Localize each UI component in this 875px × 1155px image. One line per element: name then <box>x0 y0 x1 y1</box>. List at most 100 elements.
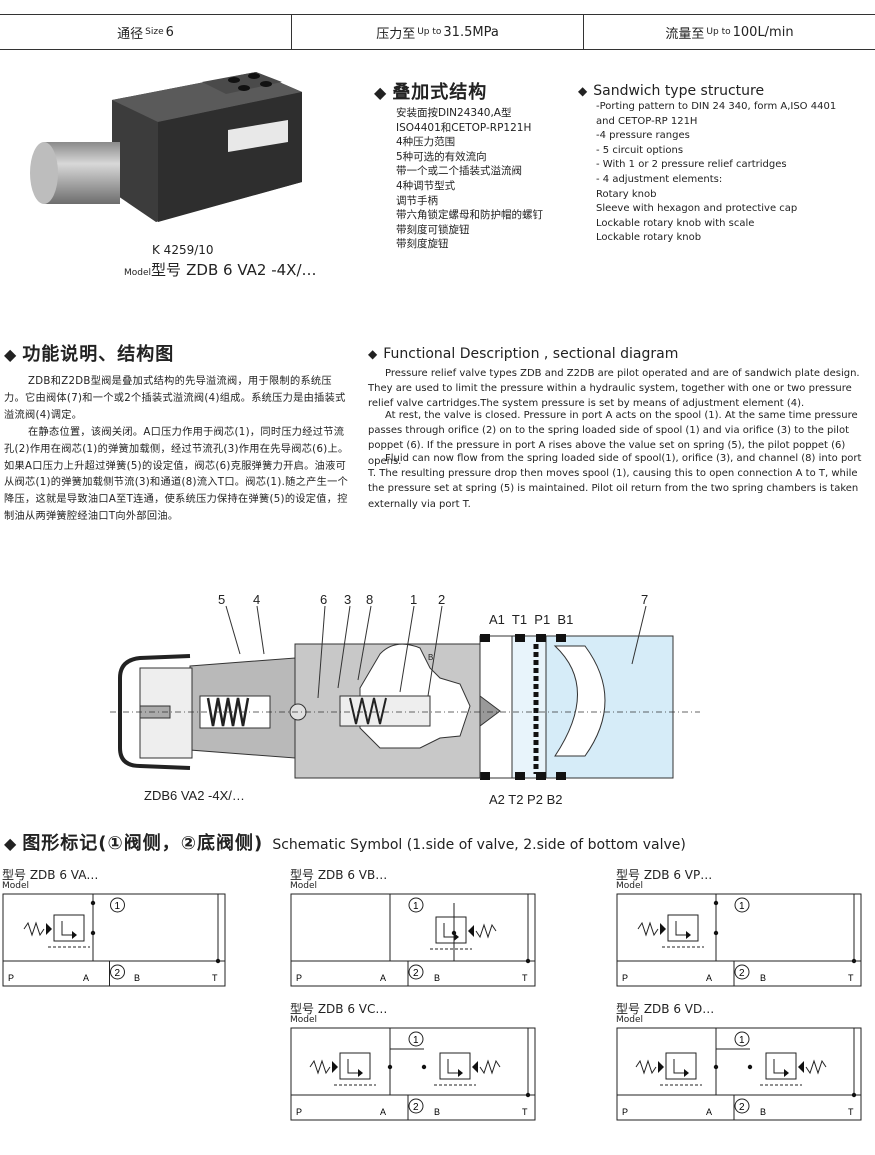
structure-cn-line: 调节手柄 <box>396 194 438 207</box>
svg-text:T: T <box>848 1107 854 1117</box>
svg-text:A: A <box>380 973 386 983</box>
spec-flow-label: 流量至 <box>665 26 705 42</box>
structure-cn-line: ISO4401和CETOP-RP121H <box>396 121 532 134</box>
schematic-model-name: 型号 ZDB 6 VA… <box>2 868 99 882</box>
spec-size-en: Size <box>145 27 164 37</box>
schematic-model-title: 型号 ZDB 6 VC…Model <box>290 1000 538 1025</box>
function-en-p2: At rest, the valve is closed. Pressure i… <box>368 410 858 467</box>
label-8: 8 <box>366 592 373 607</box>
svg-text:2: 2 <box>413 1102 419 1113</box>
sectional-diagram: 5 4 6 3 8 1 2 7 A1 T1 P1 B1 A2 T2 P2 B2 … <box>110 592 700 807</box>
structure-en-line: Lockable rotary knob with scale <box>596 217 755 229</box>
svg-text:2: 2 <box>739 968 745 979</box>
svg-text:P: P <box>622 973 628 983</box>
spec-flow-value: 100L/min <box>732 24 794 40</box>
svg-text:1: 1 <box>413 1035 419 1046</box>
label-3: 3 <box>344 592 351 607</box>
structure-en-title: ◆Sandwich type structure <box>578 83 765 99</box>
structure-en-line: - With 1 or 2 pressure relief cartridges <box>596 159 787 171</box>
structure-cn-title: ◆叠加式结构 <box>374 82 488 103</box>
svg-text:B: B <box>434 1107 440 1117</box>
svg-text:P: P <box>8 973 14 983</box>
inner-b: B <box>428 653 433 662</box>
product-model: Model型号 ZDB 6 VA2 -4X/… <box>124 259 317 280</box>
schematic-title: ◆图形标记(①阀侧，②底阀侧) Schematic Symbol (1.side… <box>4 833 686 854</box>
schematic-model-title: 型号 ZDB 6 VD…Model <box>616 1000 864 1025</box>
schematic-model-en: Model <box>2 881 30 891</box>
diagram-caption: ZDB6 VA2 -4X/… <box>144 788 245 803</box>
function-cn-p2: 在静态位置，该阀关闭。A口压力作用于阀芯(1)，同时压力经过节流孔(2)作用在阀… <box>4 427 349 522</box>
function-en-title: ◆Functional Description , sectional diag… <box>368 346 679 362</box>
structure-cn-line: 4种调节型式 <box>396 179 456 192</box>
svg-text:P: P <box>296 973 302 983</box>
schematic-model-name: 型号 ZDB 6 VD… <box>616 1002 715 1016</box>
svg-text:P: P <box>622 1107 628 1117</box>
svg-text:2: 2 <box>739 1102 745 1113</box>
ports-bottom: A2 T2 P2 B2 <box>489 792 562 807</box>
function-en-p3: Fluid can now flow from the spring loade… <box>368 453 862 510</box>
structure-cn-line: 带刻度旋钮 <box>396 238 449 251</box>
svg-text:1: 1 <box>115 901 121 912</box>
structure-en-line: -Porting pattern to DIN 24 340, form A,I… <box>596 101 837 112</box>
svg-text:1: 1 <box>739 1035 745 1046</box>
svg-text:A: A <box>706 973 712 983</box>
schematic-symbol: 1 2 P A B T <box>2 893 226 987</box>
schematic-model-en: Model <box>290 881 318 891</box>
schematic-model-1: 型号 ZDB 6 VA…Model 1 2 P A B T <box>2 866 228 993</box>
schematic-model-title: 型号 ZDB 6 VA…Model <box>2 866 228 891</box>
structure-cn-line: 安装面按DIN24340,A型 <box>396 107 512 119</box>
spec-pressure-value: 31.5MPa <box>443 24 499 40</box>
structure-en-line: Sleeve with hexagon and protective cap <box>596 203 798 215</box>
structure-en-line: Lockable rotary knob <box>596 232 702 244</box>
svg-text:T: T <box>522 973 528 983</box>
function-cn-p1: ZDB和Z2DB型阀是叠加式结构的先导溢流阀，用于限制的系统压力。它由阀体(7)… <box>4 376 346 421</box>
schematic-model-title: 型号 ZDB 6 VB…Model <box>290 866 538 891</box>
structure-en-line: -4 pressure ranges <box>596 130 690 142</box>
ports-top: A1 T1 P1 B1 <box>489 612 573 627</box>
function-cn-title: ◆功能说明、结构图 <box>4 344 175 365</box>
body-channel <box>553 645 606 757</box>
svg-text:2: 2 <box>115 968 121 979</box>
label-4: 4 <box>253 592 260 607</box>
schematic-model-en: Model <box>616 881 644 891</box>
svg-text:T: T <box>212 973 218 983</box>
svg-text:A: A <box>706 1107 712 1117</box>
product-model-en: Model <box>124 268 152 278</box>
label-7: 7 <box>641 592 648 607</box>
svg-text:A: A <box>380 1107 386 1117</box>
spec-flow-en: Up to <box>706 27 731 37</box>
svg-text:1: 1 <box>739 901 745 912</box>
svg-text:A: A <box>83 973 89 983</box>
label-6: 6 <box>320 592 327 607</box>
schematic-model-5: 型号 ZDB 6 VD…Model 1 2 P A B T <box>616 1000 864 1127</box>
product-photo <box>30 72 302 222</box>
svg-text:B: B <box>134 973 140 983</box>
schematic-symbol: 1 2 P A B T <box>616 1027 862 1121</box>
label-1: 1 <box>410 592 417 607</box>
product-model-code: ZDB 6 VA2 -4X/… <box>186 261 317 279</box>
spec-size-label: 通径 <box>117 26 144 42</box>
structure-cn-line: 带一个或二个插装式溢流阀 <box>396 165 522 178</box>
schematic-model-name: 型号 ZDB 6 VB… <box>290 868 388 882</box>
svg-text:B: B <box>760 1107 766 1117</box>
structure-en-line: and CETOP-RP 121H <box>596 115 698 127</box>
structure-en-line: - 4 adjustment elements: <box>596 173 723 185</box>
structure-cn-line: 5种可选的有效流向 <box>396 150 487 163</box>
svg-text:B: B <box>434 973 440 983</box>
svg-text:T: T <box>848 973 854 983</box>
structure-en-list: -Porting pattern to DIN 24 340, form A,I… <box>596 100 871 246</box>
svg-text:P: P <box>296 1107 302 1117</box>
schematic-model-name: 型号 ZDB 6 VP… <box>616 868 713 882</box>
structure-en-line: Rotary knob <box>596 188 657 200</box>
function-en-p1: Pressure relief valve types ZDB and Z2DB… <box>368 368 860 410</box>
schematic-model-en: Model <box>290 1015 318 1025</box>
